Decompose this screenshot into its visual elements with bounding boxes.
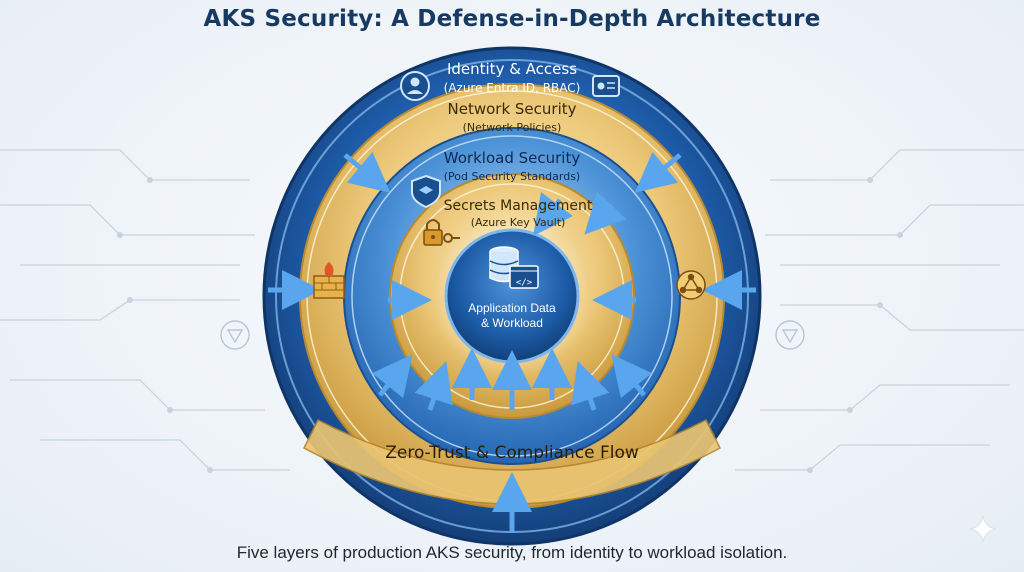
circuit-traces: [0, 149, 1024, 471]
layer-secrets-name: Secrets Management: [444, 198, 593, 214]
shield-icon: [411, 174, 441, 209]
layer-network-detail: (Network Policies): [463, 121, 562, 134]
circuit-nodes: [117, 177, 903, 473]
sparkle-icon: [969, 515, 997, 543]
page-title: AKS Security: A Defense-in-Depth Archite…: [203, 6, 821, 32]
layer-identity-detail: (Azure Entra ID, RBAC): [444, 81, 581, 95]
lock-key-icon: [423, 219, 460, 246]
user-icon: [400, 71, 430, 101]
layer-workload-detail: (Pod Security Standards): [444, 170, 580, 183]
inward-arrows: [268, 151, 756, 532]
id-badge-icon: [592, 75, 620, 97]
database-code-icon: </>: [489, 246, 539, 289]
svg-text:</>: </>: [516, 278, 533, 288]
caption: Five layers of production AKS security, …: [236, 543, 788, 562]
flow-label: Zero-Trust & Compliance Flow: [385, 443, 639, 463]
layer-workload-name: Workload Security: [444, 149, 581, 167]
firewall-icon: [313, 262, 345, 299]
core-label-line2: & Workload: [481, 316, 543, 330]
core-label-line1: Application Data: [468, 301, 556, 315]
layer-identity-name: Identity & Access: [447, 60, 577, 78]
layer-secrets-detail: (Azure Key Vault): [471, 216, 566, 229]
network-graph-icon-right: [775, 320, 805, 350]
network-graph-icon-left: [220, 320, 250, 350]
flow-band: [303, 418, 721, 505]
network-node-icon: [676, 270, 706, 300]
layer-network-name: Network Security: [448, 100, 577, 118]
